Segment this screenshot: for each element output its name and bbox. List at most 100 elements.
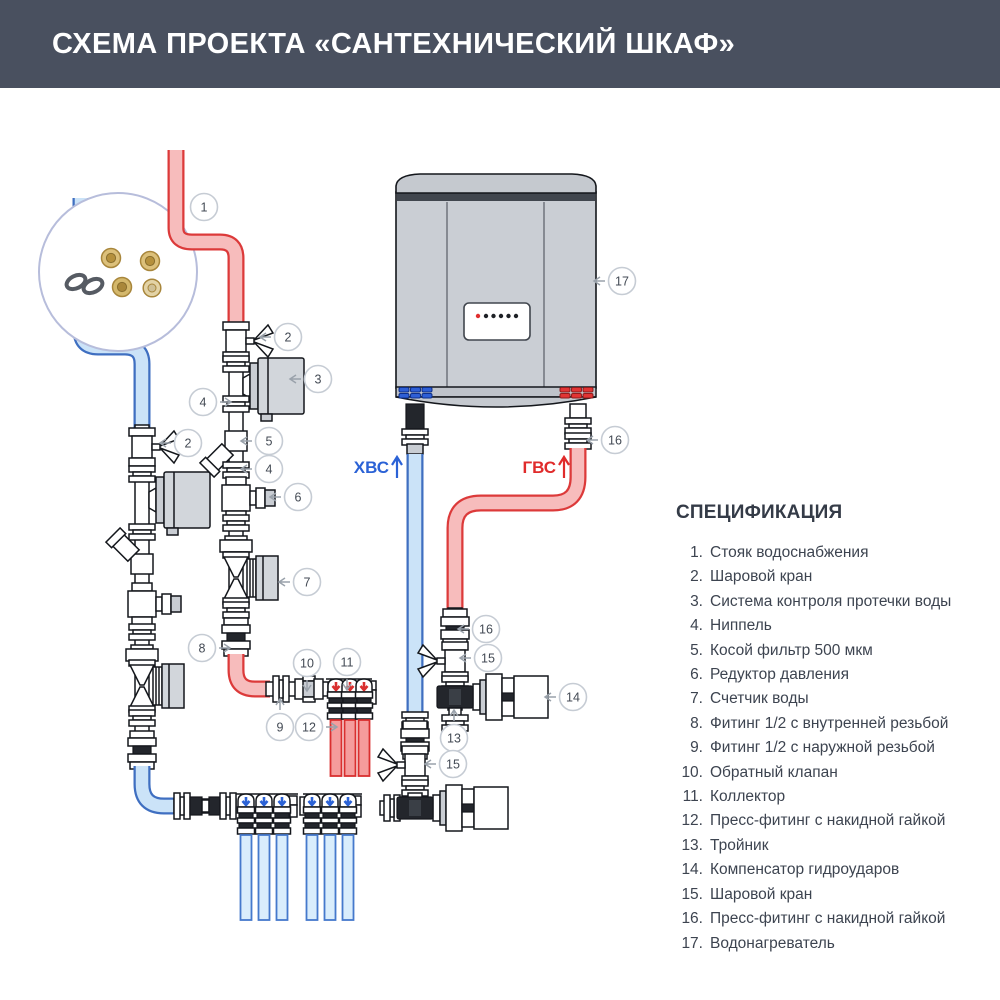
svg-text:4: 4 xyxy=(266,463,273,477)
svg-text:8: 8 xyxy=(199,642,206,656)
callout-arrow-icon xyxy=(592,276,605,286)
spec-item: 4.Ниппель xyxy=(690,617,772,635)
spec-item: 8.Фитинг 1/2 с внутренней резьбой xyxy=(690,714,949,732)
svg-text:9: 9 xyxy=(277,721,284,735)
spec-item: 3.Система контроля протечки воды xyxy=(690,592,952,610)
callout-arrow-icon xyxy=(275,697,285,710)
collector-outlet xyxy=(320,793,340,921)
specification-list: 1.Стояк водоснабжения 2.Шаровой кран 3.Сис… xyxy=(676,541,996,956)
collector-outlet xyxy=(254,793,274,921)
svg-text:5: 5 xyxy=(266,435,273,449)
specification-heading: СПЕЦИФИКАЦИЯ xyxy=(676,502,843,523)
callout-arrow-icon xyxy=(326,722,339,732)
callout-arrow-icon xyxy=(342,679,352,692)
heater-cold-port xyxy=(398,387,433,399)
spec-item: 6.Редуктор давления xyxy=(690,666,849,684)
spec-item: 14.Компенсатор гидроударов xyxy=(681,861,900,879)
hot-riser-pipe xyxy=(167,150,245,332)
collector-outlet xyxy=(354,678,374,777)
callout-arrow-icon xyxy=(268,492,281,502)
cold-line-assembly xyxy=(106,424,211,774)
callout-16: 16 xyxy=(585,425,630,455)
svg-text:11: 11 xyxy=(341,656,354,670)
callout-4: 4 xyxy=(239,454,284,484)
spec-item: 17.Водонагреватель xyxy=(681,934,835,952)
callout-4: 4 xyxy=(188,387,233,417)
callout-arrow-icon xyxy=(449,708,459,721)
callout-8: 8 xyxy=(187,633,232,663)
svg-text:10: 10 xyxy=(300,657,314,671)
cold-lower-assembly xyxy=(378,711,509,832)
spec-item: 7.Счетчик воды xyxy=(690,690,809,708)
callout-7: 7 xyxy=(277,567,322,597)
svg-text:16: 16 xyxy=(608,434,622,448)
heater-inlet-stub xyxy=(405,403,425,431)
svg-text:12: 12 xyxy=(302,721,316,735)
callout-arrow-icon xyxy=(456,624,469,634)
callout-15: 15 xyxy=(423,749,468,779)
callout-arrow-icon xyxy=(158,438,171,448)
callout-2: 2 xyxy=(158,428,203,458)
spec-item: 13.Тройник xyxy=(681,836,769,854)
callout-arrow-icon xyxy=(277,577,290,587)
heater-hot-outlet-pipe xyxy=(446,448,587,612)
callout-arrow-icon xyxy=(543,692,556,702)
svg-text:15: 15 xyxy=(481,652,495,666)
specification-panel: СПЕЦИФИКАЦИЯ 1.Стояк водоснабжения 2.Шаро… xyxy=(676,502,996,956)
callout-12: 12 xyxy=(294,712,339,742)
callout-9: 9 xyxy=(265,697,295,742)
washer-icon xyxy=(64,272,105,296)
callout-arrow-icon xyxy=(423,759,436,769)
status-led-red xyxy=(475,313,481,319)
callout-arrow-icon xyxy=(258,332,271,342)
callout-arrow-icon xyxy=(220,397,233,407)
collector-outlet xyxy=(236,793,256,921)
cold-supply-label: ХВС xyxy=(354,458,389,477)
collector-outlet xyxy=(338,793,358,921)
svg-text:1: 1 xyxy=(201,201,208,215)
callout-arrow-icon xyxy=(585,435,598,445)
spec-item: 15.Шаровой кран xyxy=(681,885,813,903)
water-heater xyxy=(395,173,597,455)
page-title: СХЕМА ПРОЕКТА «САНТЕХНИЧЕСКИЙ ШКАФ» xyxy=(52,27,736,60)
heater-hot-port xyxy=(559,387,594,399)
callout-2: 2 xyxy=(258,322,303,352)
svg-text:3: 3 xyxy=(315,373,322,387)
hot-supply-label: ГВС xyxy=(522,458,556,477)
callout-10: 10 xyxy=(292,648,322,693)
spec-item: 2.Шаровой кран xyxy=(690,568,813,586)
callout-6: 6 xyxy=(268,482,313,512)
callout-13: 13 xyxy=(439,708,469,753)
hydro-compensator xyxy=(472,673,549,721)
hydro-compensator xyxy=(432,784,509,832)
spec-item: 16.Пресс-фитинг с накидной гайкой xyxy=(681,910,946,928)
spec-item: 11.Коллектор xyxy=(682,788,786,806)
callout-arrow-icon xyxy=(239,464,252,474)
callout-arrow-icon xyxy=(302,680,312,693)
callout-11: 11 xyxy=(332,647,362,692)
collector-outlet xyxy=(302,793,322,921)
spec-item: 10.Обратный клапан xyxy=(681,763,838,781)
callout-arrow-icon xyxy=(219,643,232,653)
svg-text:2: 2 xyxy=(185,437,192,451)
callout-5: 5 xyxy=(239,426,284,456)
collector-outlet xyxy=(326,678,346,777)
heater-outlet-stub xyxy=(569,403,587,419)
svg-text:6: 6 xyxy=(295,491,302,505)
svg-text:14: 14 xyxy=(566,691,580,705)
svg-text:4: 4 xyxy=(200,396,207,410)
callout-arrow-icon xyxy=(288,374,301,384)
svg-text:7: 7 xyxy=(304,576,311,590)
spec-item: 9.Фитинг 1/2 с наружной резьбой xyxy=(690,739,935,757)
cold-distribution xyxy=(133,766,362,921)
callout-15: 15 xyxy=(458,643,503,673)
callout-3: 3 xyxy=(288,364,333,394)
title-bar: СХЕМА ПРОЕКТА «САНТЕХНИЧЕСКИЙ ШКАФ» xyxy=(0,0,1000,88)
svg-text:13: 13 xyxy=(447,732,461,746)
svg-text:16: 16 xyxy=(479,623,493,637)
spec-item: 1.Стояк водоснабжения xyxy=(690,544,869,561)
pipe-labels: ХВС ГВС xyxy=(354,454,570,478)
